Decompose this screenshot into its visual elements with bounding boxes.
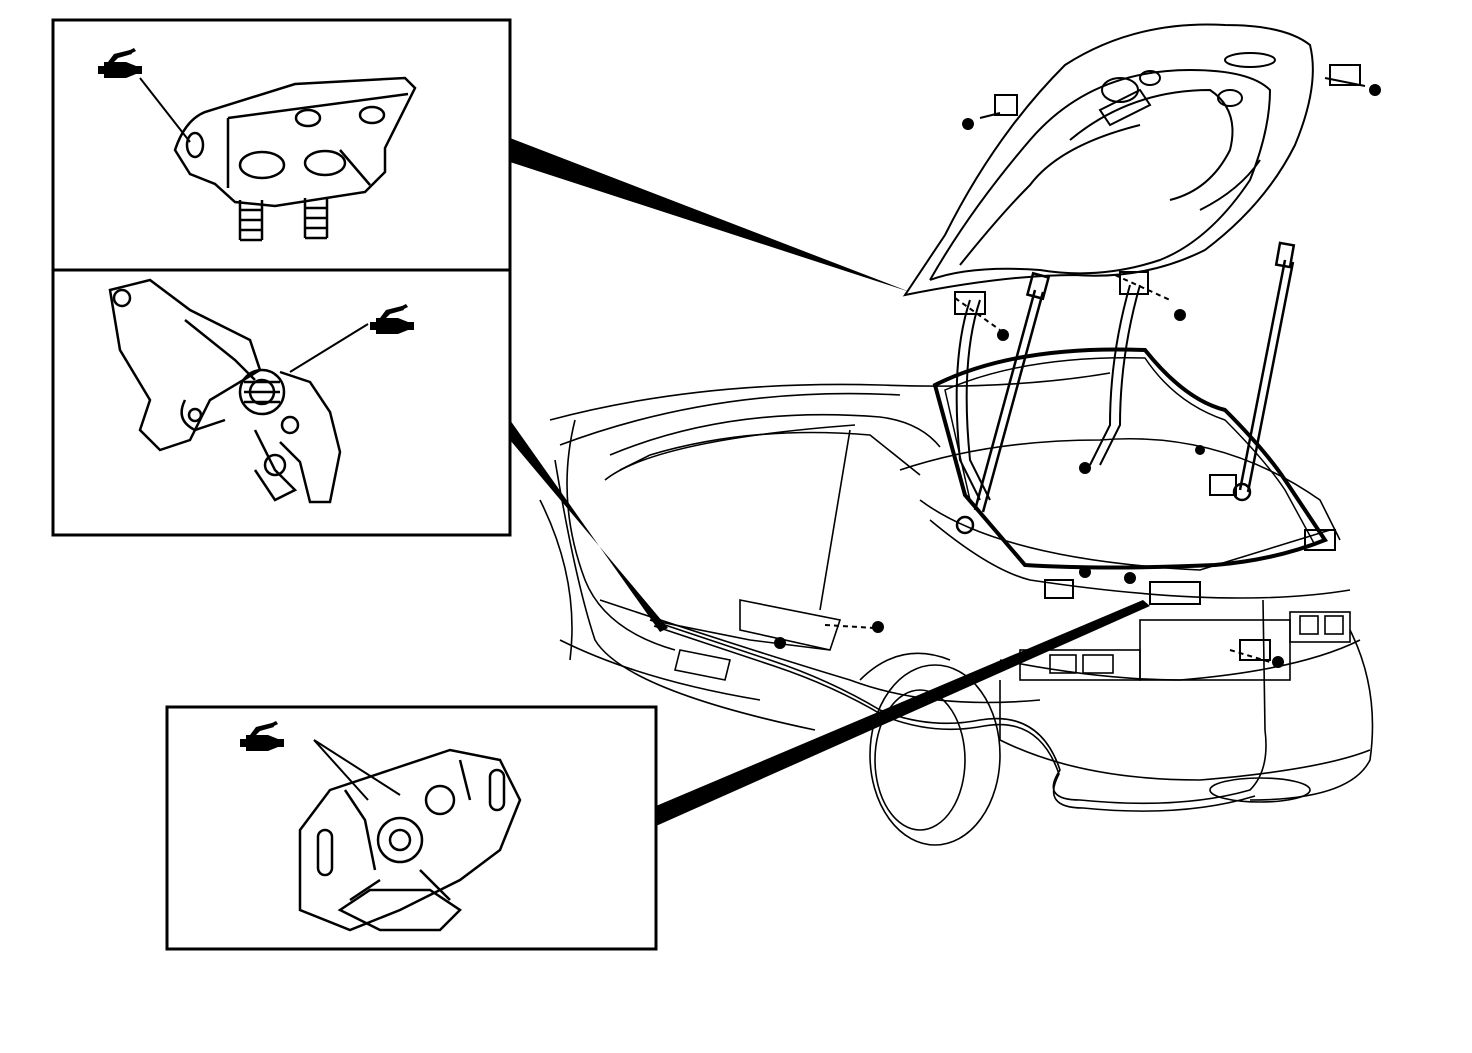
- hinge-bracket-part: [173, 76, 417, 242]
- bolt-icon: [872, 621, 884, 633]
- bolt-icon: [1195, 445, 1205, 455]
- bolt-icon: [997, 329, 1009, 341]
- bolt-icon: [962, 118, 974, 130]
- leader-band-upper-hinge: [510, 138, 910, 292]
- weatherstrip: [932, 347, 1329, 570]
- leader-bands: [510, 138, 1150, 826]
- bolt-icon: [774, 637, 786, 649]
- vehicle-body: [539, 372, 1374, 846]
- release-cable: [649, 599, 1267, 812]
- bolt-icon: [1079, 566, 1091, 578]
- fasteners: [774, 84, 1381, 668]
- leader-band-lower-hinge: [510, 420, 668, 632]
- small-brackets: [824, 64, 1366, 666]
- hinge-assembly-part: [108, 278, 342, 504]
- hinge-arms: [954, 271, 1149, 501]
- leader-band-latch: [656, 600, 1150, 826]
- lower-hinge-detail: [51, 268, 512, 537]
- upper-hinge-detail: [51, 18, 512, 272]
- bolt-icon: [1369, 84, 1381, 96]
- gas-struts: [955, 241, 1296, 535]
- trunk-latch-part: [298, 748, 522, 932]
- latch-detail: [165, 705, 658, 951]
- bolt-icon: [1174, 309, 1186, 321]
- bolt-icon: [1079, 462, 1091, 474]
- trunk-lid: [902, 23, 1314, 297]
- bolt-icon: [1272, 656, 1284, 668]
- bolt-icon: [1124, 572, 1136, 584]
